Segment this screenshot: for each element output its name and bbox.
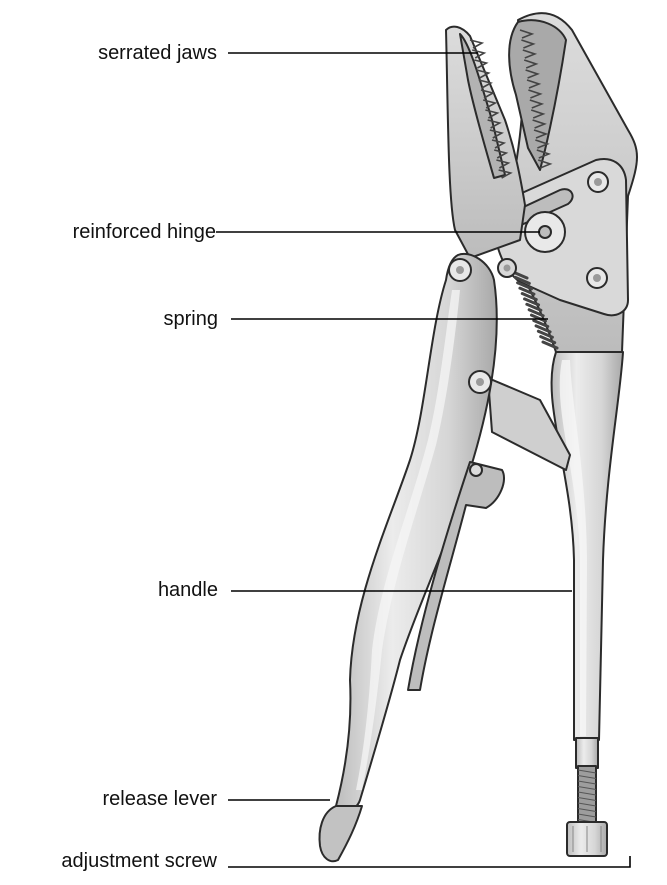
leader-adjustment-screw [228,856,630,867]
label-serrated-jaws: serrated jaws [98,42,478,64]
label-reinforced-hinge-text: reinforced hinge [73,221,216,243]
label-serrated-jaws-text: serrated jaws [98,42,217,64]
fixed-handle [552,352,623,768]
label-spring-text: spring [164,308,218,330]
label-adjustment-screw-text: adjustment screw [61,850,217,872]
label-handle-text: handle [158,579,218,601]
label-adjustment-screw: adjustment screw [61,850,630,872]
label-release-lever: release lever [102,788,330,810]
moving-handle [320,254,516,861]
adjustment-screw [567,766,607,856]
label-release-lever-text: release lever [102,788,217,810]
